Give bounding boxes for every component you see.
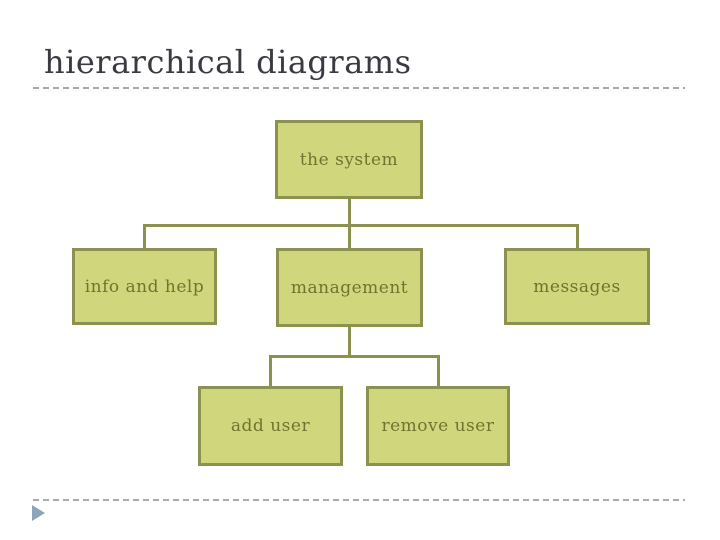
connector-drop-messages <box>576 224 579 250</box>
connector-top-horizontal <box>143 224 579 227</box>
slide-title: hierarchical diagrams <box>44 43 412 81</box>
triangle-right-icon <box>32 505 45 521</box>
node-messages: messages <box>504 248 650 325</box>
connector-system-down <box>348 199 351 226</box>
connector-management-down <box>348 327 351 357</box>
node-remove-user: remove user <box>366 386 510 466</box>
connector-bottom-horizontal <box>269 355 440 358</box>
node-label: the system <box>299 149 399 170</box>
connector-drop-management <box>348 224 351 250</box>
footer-divider <box>33 499 685 501</box>
connector-drop-add-user <box>269 355 272 388</box>
node-management: management <box>276 248 423 327</box>
node-label: messages <box>533 276 621 297</box>
node-label: add user <box>230 416 311 436</box>
connector-drop-info <box>143 224 146 250</box>
node-label: remove user <box>381 416 495 436</box>
node-label: management <box>290 277 409 298</box>
node-label: info and help <box>84 276 205 297</box>
title-divider <box>33 87 685 89</box>
node-add-user: add user <box>198 386 343 466</box>
node-the-system: the system <box>275 120 423 199</box>
node-info-and-help: info and help <box>72 248 217 325</box>
connector-drop-remove-user <box>437 355 440 388</box>
